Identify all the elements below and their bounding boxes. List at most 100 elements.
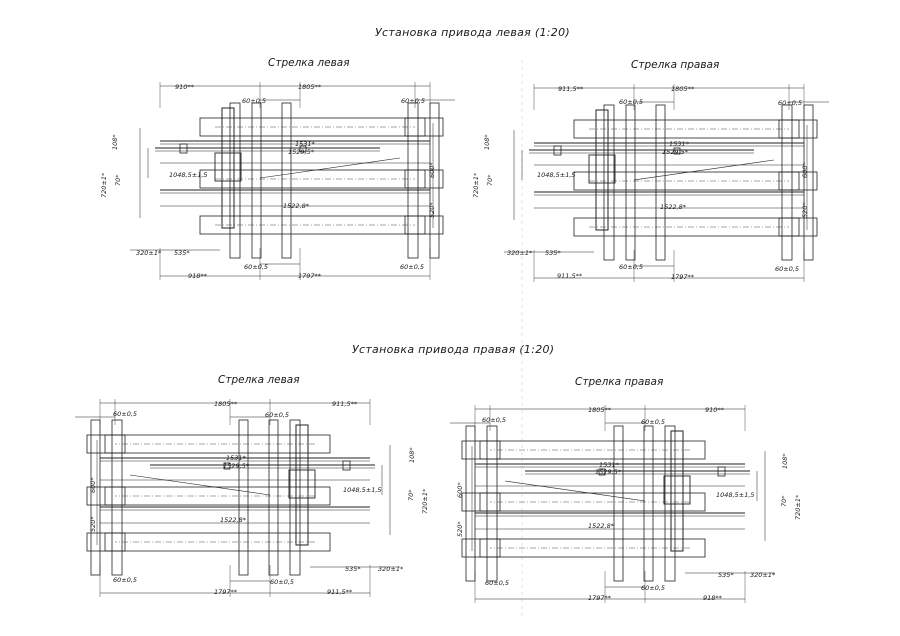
- diag-rod: [259, 157, 401, 179]
- dim-60-bot-a: 60±0,5: [244, 263, 269, 271]
- sleeper-band-2: [573, 171, 800, 191]
- dim-320: 320±1*: [507, 249, 533, 257]
- sleeper-band-2: [104, 486, 331, 506]
- dim-918: 918**: [703, 594, 722, 602]
- dim-1522: 1522,8*: [660, 203, 686, 211]
- sleeper-band-1: [573, 119, 800, 139]
- dim-918: 918**: [188, 272, 207, 280]
- frame-member-2: [625, 104, 636, 261]
- frame-member-2: [643, 425, 654, 582]
- diag-rod: [129, 474, 271, 496]
- dim-1531: 1531*: [295, 140, 315, 148]
- dim-60-top-b: 60±0,5: [401, 97, 426, 105]
- dim-1048: 1048,5±1,5: [169, 171, 208, 179]
- dim-320: 320±1*: [378, 565, 404, 573]
- dim-1522: 1522,8*: [220, 516, 246, 524]
- dim-60-top-a: 60±0,5: [482, 416, 507, 424]
- dim-1522: 1522,8*: [588, 522, 614, 530]
- dim-1797: 1797**: [214, 588, 238, 596]
- dim-911: 911,5**: [332, 400, 358, 408]
- dim-911b: 911,5**: [327, 588, 353, 596]
- rod-clamp: [553, 145, 562, 156]
- sleeper-band-2: [479, 492, 706, 512]
- frame-member-5: [429, 102, 440, 259]
- dim-60-top-b: 60±0,5: [641, 418, 666, 426]
- diag-rod: [633, 159, 775, 181]
- caption: Стрелка левая: [268, 57, 350, 69]
- drive-housing: [588, 154, 616, 184]
- frame-member-5: [803, 104, 814, 261]
- dim-60-top-a: 60±0,5: [619, 98, 644, 106]
- dim-1805: 1805**: [298, 83, 322, 91]
- frame-member-2: [251, 102, 262, 259]
- dim-1529: 1529,5*: [595, 468, 621, 476]
- frame-member-3: [281, 102, 292, 259]
- frame-member-5: [90, 419, 101, 576]
- dim-320: 320±1*: [136, 249, 162, 257]
- rod-clamp: [342, 460, 351, 471]
- caption: Стрелка правая: [631, 59, 720, 71]
- caption: Стрелка правая: [575, 376, 664, 388]
- dim-108: 108*: [781, 453, 789, 469]
- dim-1797: 1797**: [588, 594, 612, 602]
- dim-535: 535*: [345, 565, 361, 573]
- dim-1531: 1531*: [669, 140, 689, 148]
- drive-body: [295, 424, 309, 546]
- dim-535: 535*: [718, 571, 734, 579]
- dim-1797: 1797**: [298, 272, 322, 280]
- drive-body: [670, 430, 684, 552]
- sleeper-band-2: [199, 169, 426, 189]
- sleeper-band-1: [479, 440, 706, 460]
- sleeper-band-3: [199, 215, 426, 235]
- sleeper-band-1: [199, 117, 426, 137]
- dim-60-top-b: 60±0,5: [265, 411, 290, 419]
- drive-housing: [214, 152, 242, 182]
- rod-clamp: [179, 143, 188, 154]
- dim-1529: 1529,5*: [223, 462, 249, 470]
- dim-1805: 1805**: [214, 400, 238, 408]
- frame-member-4: [781, 104, 793, 261]
- dim-1048: 1048,5±1,5: [716, 491, 755, 499]
- dim-60-top-a: 60±0,5: [242, 97, 267, 105]
- dim-60-bot-b: 60±0,5: [270, 578, 295, 586]
- frame-member-2: [268, 419, 279, 576]
- dim-60-bot-b: 60±0,5: [400, 263, 425, 271]
- dim-1797: 1797**: [671, 273, 695, 281]
- frame-member-3: [655, 104, 666, 261]
- rod-clamp: [717, 466, 726, 477]
- dim-1531: 1531*: [599, 461, 619, 469]
- rod-coupling: [598, 468, 606, 476]
- dim-535: 535*: [545, 249, 561, 257]
- dim-600: 600*: [456, 482, 464, 498]
- section-title-top: Установка привода левая (1:20): [375, 26, 570, 39]
- drive-housing: [288, 469, 316, 499]
- sleeper-band-3: [479, 538, 706, 558]
- rod-coupling: [223, 462, 231, 470]
- frame-member-4: [407, 102, 419, 259]
- sleeper-band-3: [104, 532, 331, 552]
- rod-coupling: [299, 145, 307, 153]
- frame-member-1: [229, 102, 241, 259]
- dim-60-bot-a: 60±0,5: [485, 579, 510, 587]
- dim-70: 70*: [780, 495, 788, 507]
- dim-535: 535*: [174, 249, 190, 257]
- dim-911: 911,5**: [558, 85, 584, 93]
- dim-520: 520*: [456, 521, 464, 537]
- dim-1048: 1048,5±1,5: [537, 171, 576, 179]
- dim-60-bot-b: 60±0,5: [641, 584, 666, 592]
- dim-320: 320±1*: [750, 571, 776, 579]
- dim-1531: 1531*: [226, 454, 246, 462]
- frame-member-4: [486, 425, 498, 582]
- drive-body: [595, 109, 609, 231]
- rod-coupling: [673, 147, 681, 155]
- frame-member-3: [238, 419, 249, 576]
- dim-60-top-b: 60±0,5: [778, 99, 803, 107]
- frame-member-1: [603, 104, 615, 261]
- dim-910: 910**: [705, 406, 724, 414]
- drive-housing: [663, 475, 691, 505]
